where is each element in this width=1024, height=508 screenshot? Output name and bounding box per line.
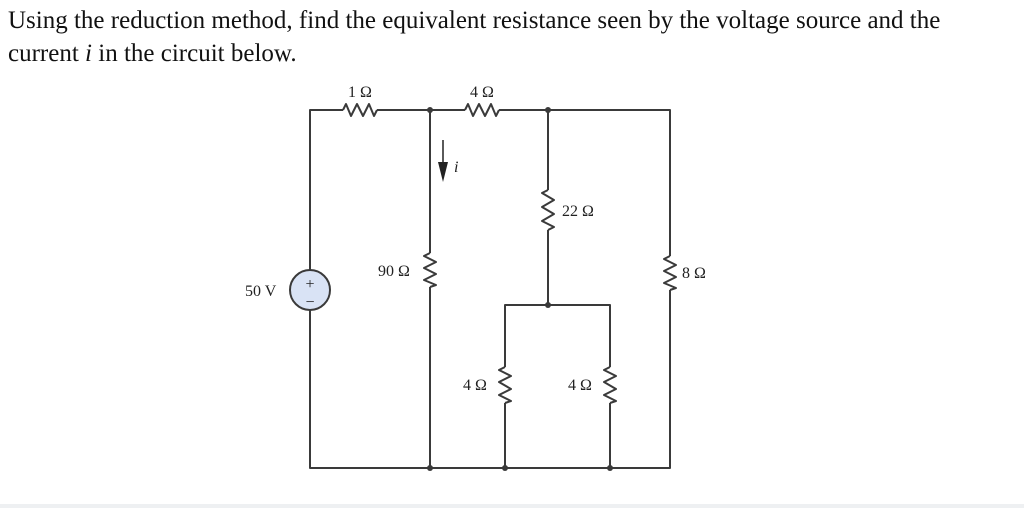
resistor-1-ohm xyxy=(342,103,378,117)
source-voltage-label: 50 V xyxy=(245,283,277,300)
voltage-source xyxy=(289,269,331,311)
wire-bottom xyxy=(309,290,671,469)
resistor-4-ohm-top xyxy=(464,103,500,117)
problem-statement: Using the reduction method, find the equ… xyxy=(8,4,1018,70)
current-label: i xyxy=(454,159,458,176)
problem-line-2: current i in the circuit below. xyxy=(8,37,1018,70)
problem-line-1: Using the reduction method, find the equ… xyxy=(8,7,941,34)
wire-split xyxy=(504,304,611,367)
current-variable: i xyxy=(85,40,92,67)
junction-node-bottom-2 xyxy=(502,465,508,471)
junction-node-bottom-1 xyxy=(427,465,433,471)
resistor-4-ohm-bottom-left xyxy=(498,366,512,404)
problem-line-2-start: current xyxy=(8,40,86,67)
label-4-ohm-top: 4 Ω xyxy=(470,84,494,101)
wire-top-2 xyxy=(499,109,671,256)
problem-line-2-end: in the circuit below. xyxy=(92,40,297,67)
source-plus-sign: + xyxy=(305,276,314,293)
bottom-edge xyxy=(0,504,1024,508)
resistor-8-ohm xyxy=(663,255,677,291)
resistor-90-ohm xyxy=(423,252,437,288)
junction-node-top-left xyxy=(427,107,433,113)
label-1-ohm: 1 Ω xyxy=(348,84,372,101)
junction-node-split xyxy=(545,302,551,308)
label-90-ohm: 90 Ω xyxy=(378,263,410,280)
junction-node-bottom-3 xyxy=(607,465,613,471)
label-4-ohm-bottom-right: 4 Ω xyxy=(568,377,592,394)
current-arrow-head xyxy=(438,162,448,182)
label-22-ohm: 22 Ω xyxy=(562,203,594,220)
resistor-4-ohm-bottom-right xyxy=(603,366,617,404)
resistor-22-ohm xyxy=(541,189,555,231)
label-8-ohm: 8 Ω xyxy=(682,265,706,282)
wire-left xyxy=(309,109,343,270)
source-minus-sign: − xyxy=(305,294,314,311)
label-4-ohm-bottom-left: 4 Ω xyxy=(463,377,487,394)
junction-node-top-right xyxy=(545,107,551,113)
